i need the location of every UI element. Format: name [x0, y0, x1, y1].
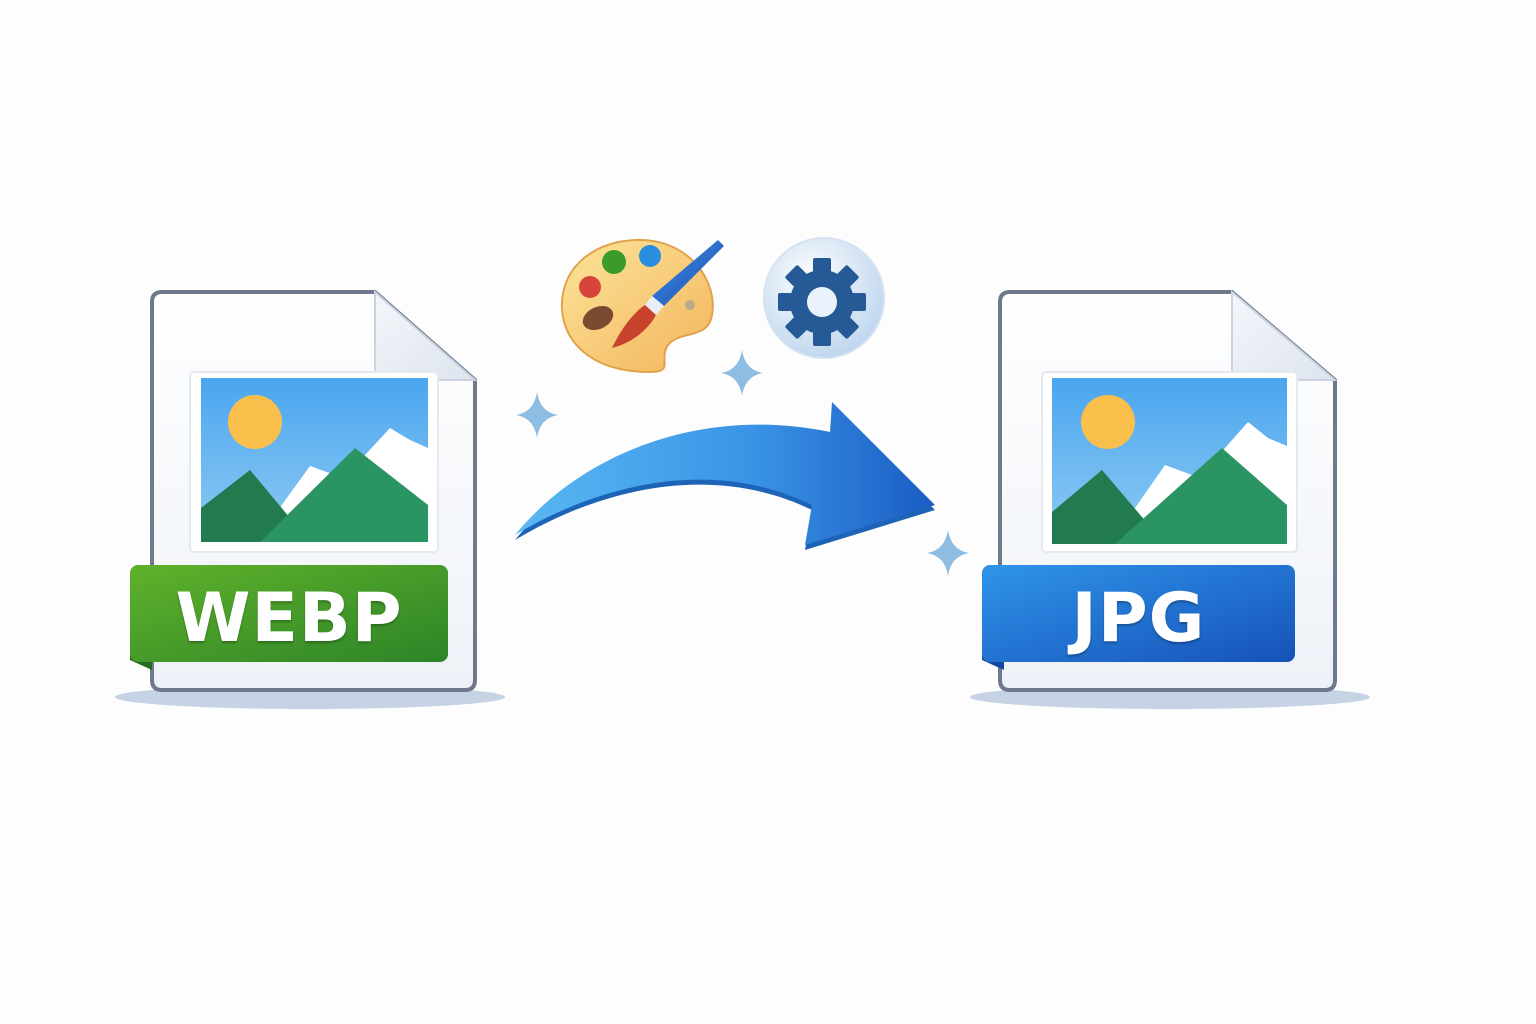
document-page-icon	[970, 289, 1370, 709]
curved-arrow-right-icon	[515, 402, 935, 550]
paint-palette-icon	[560, 238, 724, 374]
webp-file-icon: WEBP	[110, 280, 510, 710]
source-format-label: WEBP	[175, 579, 403, 658]
document-page-icon	[115, 289, 505, 709]
sparkle-icon	[516, 392, 558, 438]
sparkle-icon	[721, 350, 763, 396]
gear-icon	[763, 237, 885, 359]
target-format-label: JPG	[1071, 579, 1206, 658]
jpg-file-icon: JPG	[960, 280, 1380, 710]
